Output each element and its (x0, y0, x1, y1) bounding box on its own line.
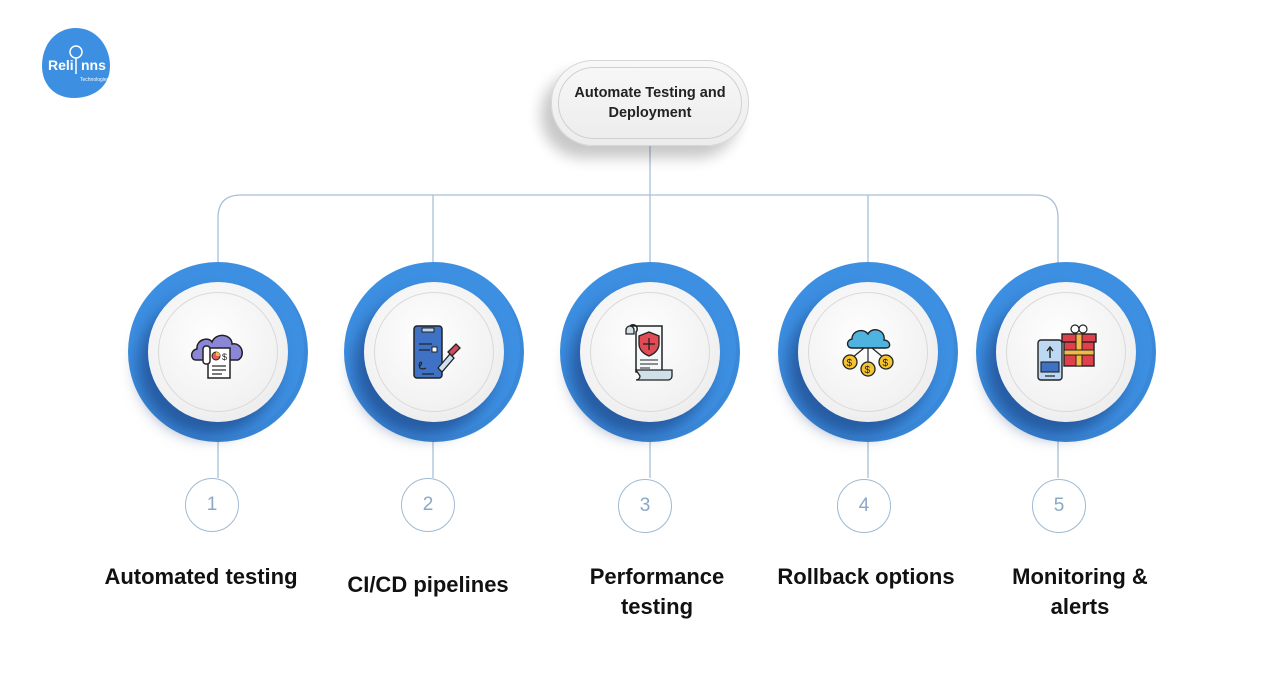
cloud-report-icon: $ (190, 334, 243, 379)
step-number-3: 3 (618, 479, 672, 533)
step-node-1: $ (128, 262, 308, 442)
root-node: Automate Testing and Deployment (551, 60, 749, 146)
svg-text:$: $ (847, 358, 853, 369)
phone-gift-icon (1037, 324, 1097, 381)
step-disc: $ (148, 282, 288, 422)
root-node-inner-border (558, 67, 742, 139)
step-number-4: 4 (837, 479, 891, 533)
branch-bar (217, 194, 1059, 270)
step-number-2: 2 (401, 478, 455, 532)
scroll-shield-icon (625, 324, 673, 381)
svg-text:$: $ (865, 365, 871, 376)
step-node-4: $ $ $ (778, 262, 958, 442)
step-disc (996, 282, 1136, 422)
svg-text:Technologies: Technologies (80, 77, 110, 83)
phone-pen-icon (413, 325, 461, 379)
cloud-coins-icon: $ $ $ (842, 329, 894, 377)
step-label-1: Automated testing (104, 564, 298, 589)
svg-text:nns: nns (81, 57, 106, 73)
step-node-3 (560, 262, 740, 442)
step-disc (364, 282, 504, 422)
root-title: Automate Testing and Deployment (574, 85, 726, 121)
step-number-5: 5 (1032, 479, 1086, 533)
svg-text:Reli: Reli (48, 57, 74, 73)
step-label-5: Monitoring & alerts (1012, 564, 1148, 619)
step-node-2 (344, 262, 524, 442)
step-label-4: Rollback options (777, 564, 955, 589)
svg-text:$: $ (883, 358, 889, 369)
step-disc: $ $ $ (798, 282, 938, 422)
step-node-5 (976, 262, 1156, 442)
step-label-3: Performance testing (589, 564, 725, 619)
step-label-2: CI/CD pipelines (347, 572, 509, 597)
step-disc (580, 282, 720, 422)
svg-text:$: $ (222, 352, 227, 362)
step-number-1: 1 (185, 478, 239, 532)
company-logo: Reli nns Technologies (40, 26, 112, 100)
